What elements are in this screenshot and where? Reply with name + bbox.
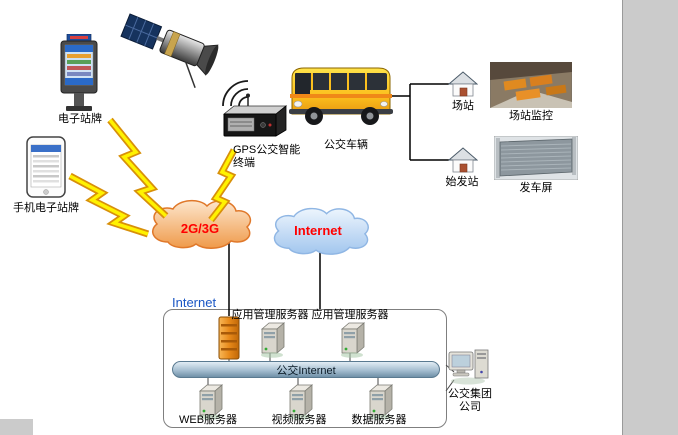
data-server-label: 数据服务器 — [351, 414, 407, 426]
data-server-icon — [368, 384, 394, 420]
lightning-bolt-2 — [68, 172, 150, 238]
cloud-2g3g — [152, 200, 252, 249]
internet-entry-label: Internet — [172, 295, 217, 310]
web-server-label: WEB服务器 — [178, 414, 238, 426]
lightning-bolt-3 — [208, 148, 238, 223]
gps-terminal-label: GPS公交智能 终端 — [233, 144, 301, 169]
mobile-network-label: 2G/3G — [180, 221, 220, 236]
origin-station-house-icon — [448, 147, 478, 173]
app-server-1-icon — [260, 322, 286, 358]
company-label: 公交集团 公司 — [448, 388, 492, 413]
backbone-bar: 公交Internet — [172, 361, 440, 378]
station-monitor-photo — [490, 62, 572, 108]
station-label: 场站 — [452, 100, 474, 112]
video-server-icon — [288, 384, 314, 420]
mobile-phone-icon — [26, 136, 66, 198]
bus-label: 公交车辆 — [324, 139, 368, 151]
station-house-icon — [448, 71, 478, 97]
phone-sign-label: 手机电子站牌 — [13, 202, 79, 214]
origin-station-label: 始发站 — [445, 176, 479, 188]
company-workstation-icon — [448, 349, 489, 385]
app-server-2-icon — [340, 322, 366, 358]
page-gutter-bottom-left — [0, 419, 33, 435]
departure-screen-label: 发车屏 — [519, 182, 553, 194]
departure-screen-photo — [494, 136, 578, 180]
app-server-1-label: 应用管理服务器 — [231, 309, 309, 321]
connector-lines — [228, 83, 449, 316]
cloud-internet — [273, 207, 369, 255]
app-server-2-label: 应用管理服务器 — [311, 309, 389, 321]
page-gutter-right — [623, 0, 678, 435]
gps-terminal-icon — [222, 93, 288, 137]
lightning-bolt-1 — [107, 117, 169, 219]
web-server-icon — [198, 384, 224, 420]
internet-cloud-label: Internet — [294, 223, 342, 238]
station-monitor-label: 场站监控 — [509, 110, 553, 122]
page-edge-line — [622, 0, 623, 435]
electronic-stop-sign-icon — [60, 34, 98, 111]
backbone-label: 公交Internet — [276, 364, 336, 377]
datacenter-box — [163, 309, 447, 428]
video-server-label: 视频服务器 — [271, 414, 327, 426]
electronic-sign-label: 电子站牌 — [58, 113, 102, 125]
bus-icon — [289, 67, 393, 125]
firewall-icon — [218, 316, 240, 360]
satellite-icon — [120, 13, 219, 89]
